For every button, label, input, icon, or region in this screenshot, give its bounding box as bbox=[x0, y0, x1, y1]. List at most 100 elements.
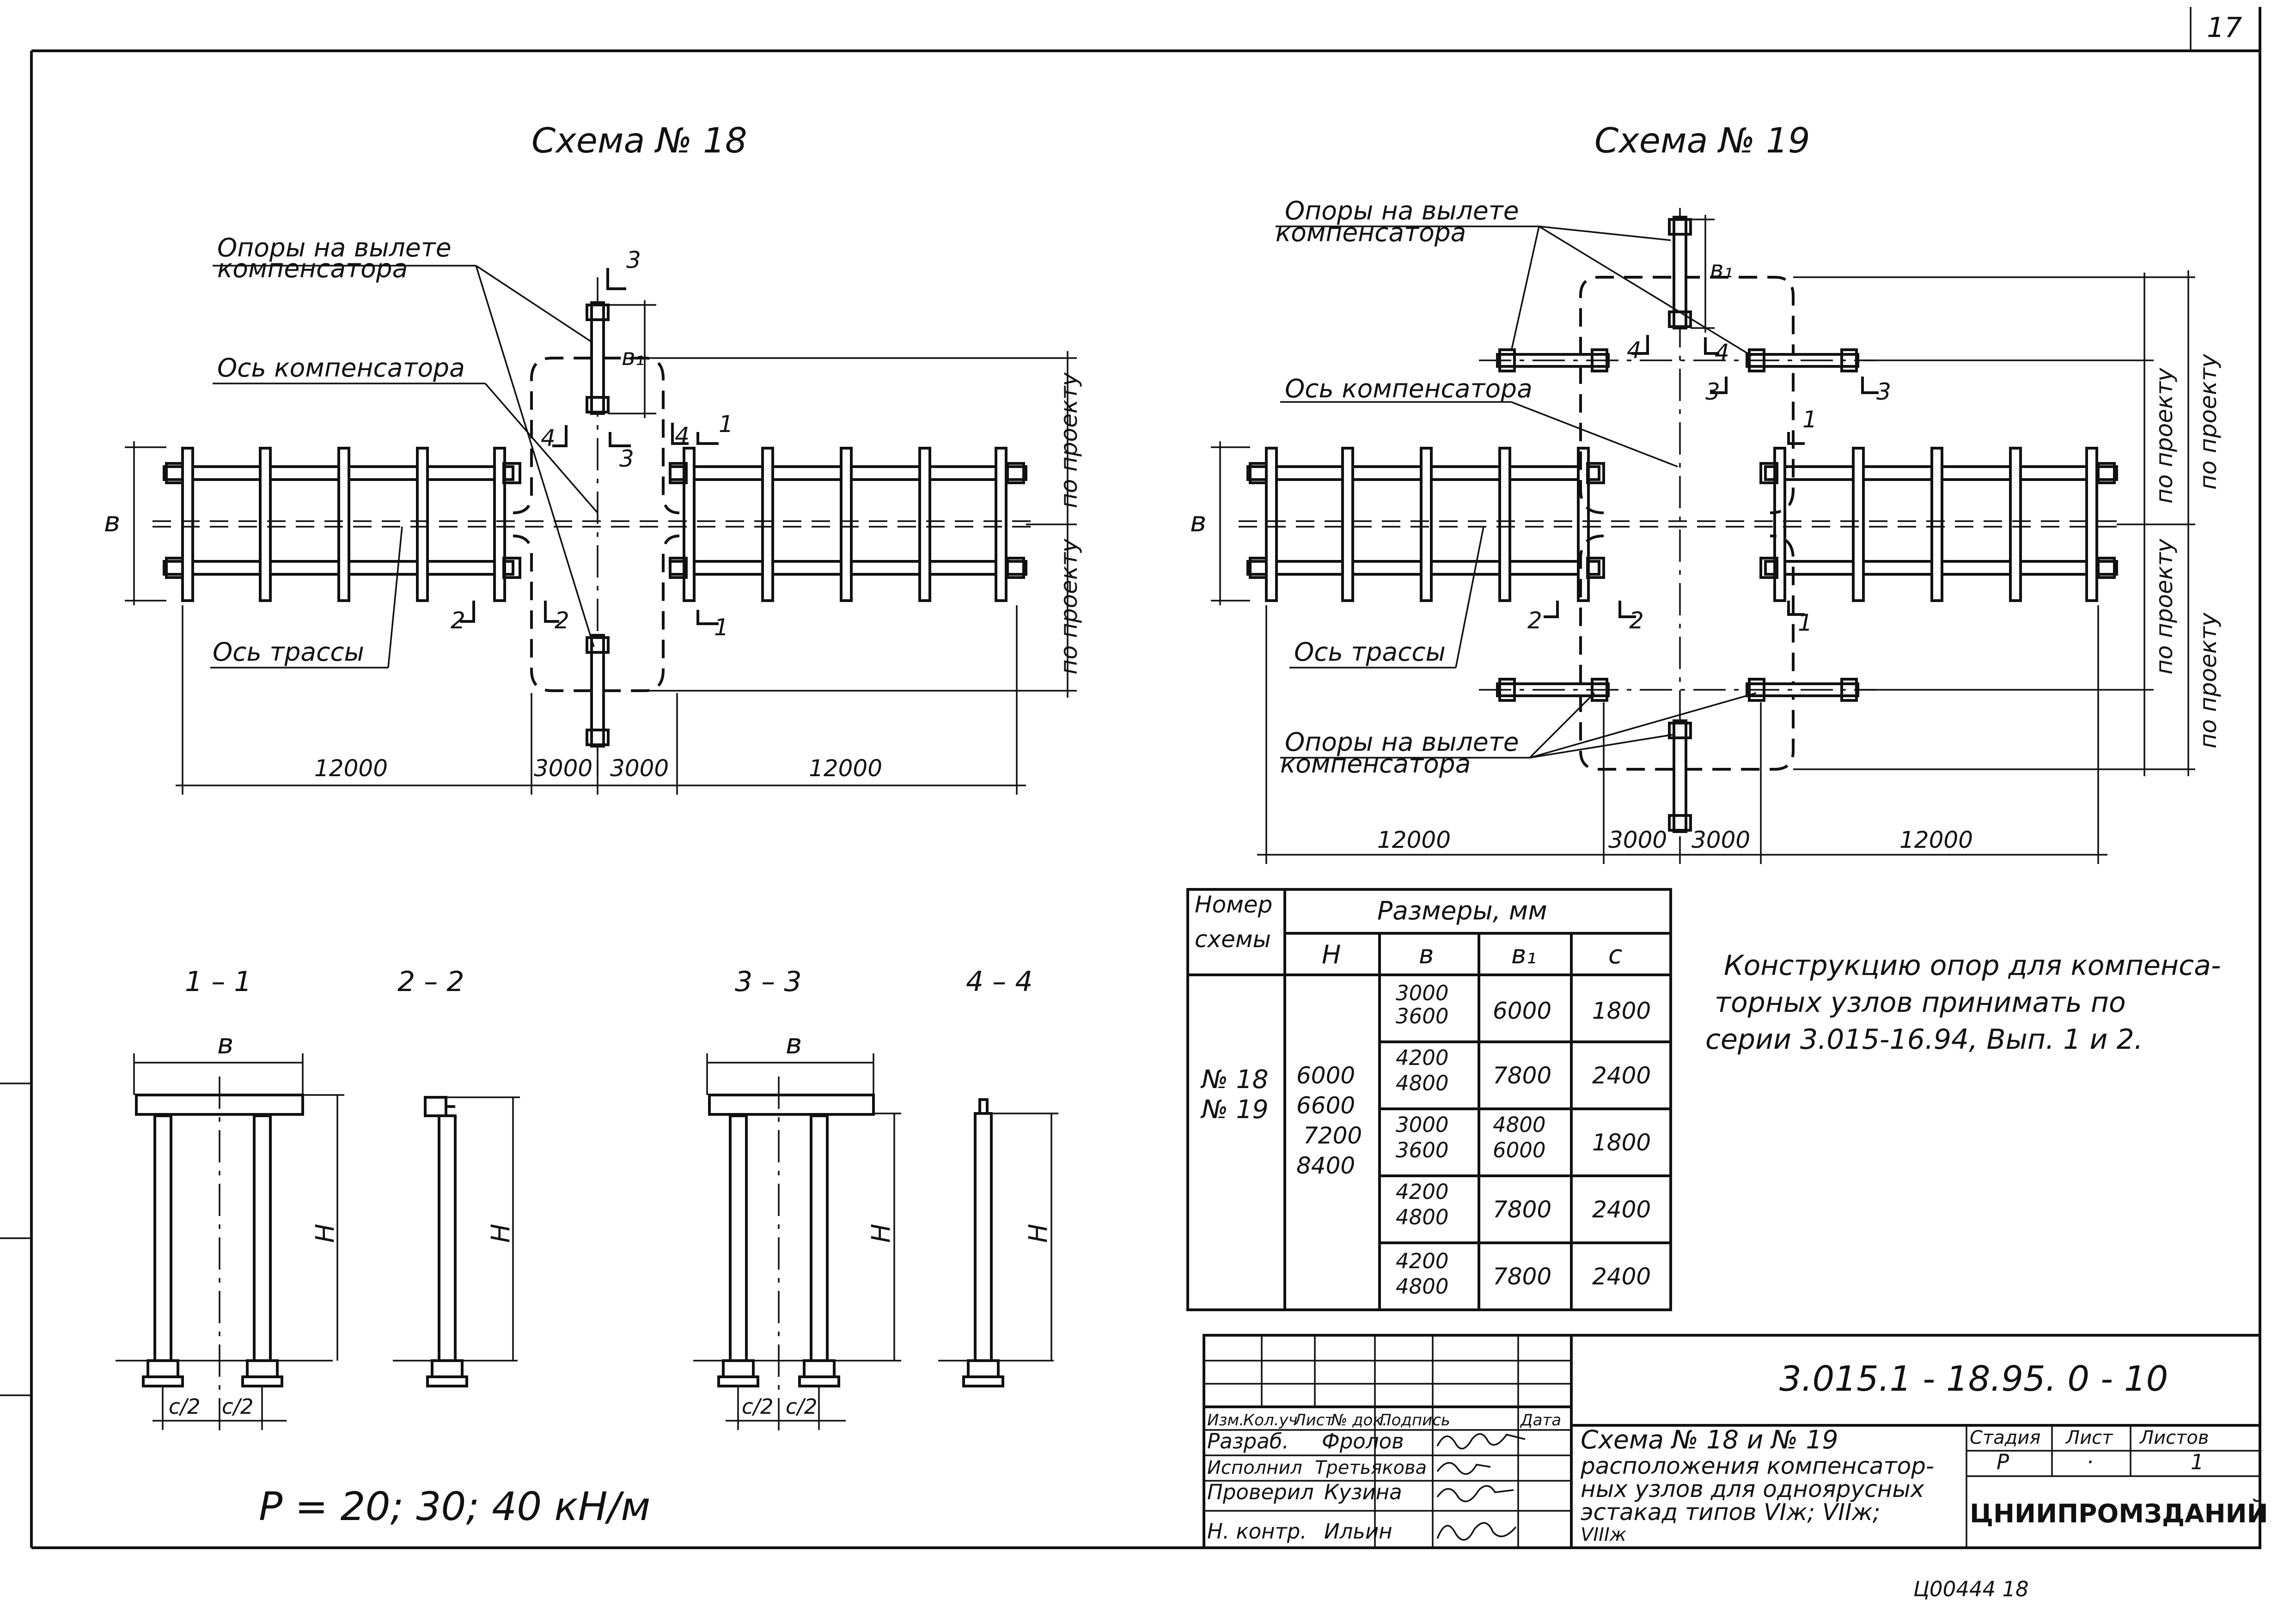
s18-comp-axis-label: Ось компенсатора bbox=[217, 353, 465, 383]
s19-cut-markers: 4 4 3 3 1 1 2 2 bbox=[1527, 335, 1891, 636]
table-col-b: в bbox=[1419, 940, 1434, 969]
section-3-3-c-right: c/2 bbox=[786, 1394, 818, 1419]
doc-code: 3.015.1 - 18.95. 0 - 10 bbox=[1779, 1358, 2168, 1399]
table-header-scheme-2: схемы bbox=[1195, 926, 1271, 953]
scheme-19: Схема № 19 bbox=[1190, 120, 2222, 864]
s18-dim-b1: в₁ bbox=[622, 344, 645, 371]
signatures bbox=[1436, 1433, 1526, 1541]
tb-title-3: ных узлов для одноярусных bbox=[1581, 1476, 1924, 1502]
section-2-2-label: 2 – 2 bbox=[397, 966, 464, 998]
scheme-18-title: Схема № 18 bbox=[531, 120, 747, 161]
section-3-3-label: 3 – 3 bbox=[735, 966, 802, 998]
table-cell: 4200 bbox=[1396, 1046, 1449, 1070]
section-4-4-label: 4 – 4 bbox=[966, 966, 1033, 998]
table-H-6000: 6000 bbox=[1296, 1062, 1355, 1089]
scheme-18: Схема № 18 bbox=[104, 120, 1082, 795]
table-cell: 2400 bbox=[1592, 1196, 1651, 1223]
s19-dim-3000-right: 3000 bbox=[1691, 827, 1750, 853]
tb-role-3: Проверил bbox=[1207, 1480, 1314, 1504]
table-cell: 3000 bbox=[1396, 1113, 1449, 1137]
note-line-3: серии 3.015-16.94, Вып. 1 и 2. bbox=[1705, 1023, 2143, 1056]
tb-header-data: Дата bbox=[1520, 1411, 1561, 1429]
tb-sheets: 1 bbox=[2191, 1450, 2204, 1474]
tb-stage-label: Стадия bbox=[1970, 1427, 2040, 1448]
s18-supports-label-1: Опоры на вылете bbox=[217, 233, 452, 262]
table-H-8400: 8400 bbox=[1296, 1152, 1355, 1179]
table-col-b1: в₁ bbox=[1511, 940, 1536, 969]
tb-title-4: эстакад типов VIж; VIIж; bbox=[1581, 1499, 1881, 1526]
table-cell: 4800 bbox=[1396, 1205, 1449, 1229]
tb-header-izm: Изм. bbox=[1207, 1411, 1244, 1429]
title-block: 3.015.1 - 18.95. 0 - 10 Изм. Кол.уч Лист… bbox=[1203, 1334, 2268, 1549]
note-line-1: Конструкцию опор для компенса- bbox=[1724, 949, 2221, 982]
s19-per-project-4: по проекту bbox=[2195, 612, 2222, 748]
table-cell: 3600 bbox=[1396, 1004, 1449, 1028]
svg-text:1: 1 bbox=[719, 411, 733, 438]
scheme-18-right-posts bbox=[669, 447, 1025, 602]
section-1-1-label: 1 – 1 bbox=[185, 966, 252, 998]
s19-route-axis-label: Ось трассы bbox=[1294, 637, 1446, 667]
tb-header-podpis: Подпись bbox=[1380, 1411, 1450, 1429]
tb-role-1: Разраб. bbox=[1207, 1429, 1289, 1454]
tb-title-2: расположения компенсатор- bbox=[1580, 1453, 1934, 1479]
table-H-6600: 6600 bbox=[1296, 1092, 1355, 1119]
s19-supports-bottom-2: компенсатора bbox=[1280, 749, 1471, 779]
section-2-2-height: H bbox=[486, 1224, 515, 1243]
table-cell: 6000 bbox=[1493, 998, 1551, 1024]
table-cell: 1800 bbox=[1592, 998, 1651, 1024]
section-3-3-height: H bbox=[866, 1224, 896, 1243]
table-cell: 2400 bbox=[1592, 1062, 1651, 1089]
tb-title-1: Схема № 18 и № 19 bbox=[1581, 1425, 1838, 1454]
section-4-4: 4 – 4 H bbox=[938, 966, 1058, 1387]
s19-per-project-1: по проекту bbox=[2151, 367, 2178, 504]
tb-header-ndok: № док. bbox=[1330, 1411, 1387, 1429]
s18-dim-3000-right: 3000 bbox=[610, 755, 669, 782]
s19-supports-bottom-1: Опоры на вылете bbox=[1285, 727, 1519, 757]
section-3-3-c-left: c/2 bbox=[742, 1394, 774, 1419]
tb-name-2: Третьякова bbox=[1315, 1457, 1427, 1478]
section-2-2: 2 – 2 H bbox=[393, 966, 520, 1387]
table-cell: 7800 bbox=[1493, 1196, 1551, 1223]
s19-supports-top-1: Опоры на вылете bbox=[1285, 196, 1519, 225]
table-col-c: c bbox=[1608, 940, 1622, 969]
svg-text:2: 2 bbox=[1527, 607, 1542, 634]
tb-name-4: Ильин bbox=[1324, 1519, 1392, 1544]
section-3-3: 3 – 3 в H c/2 c/2 bbox=[693, 966, 901, 1432]
svg-text:3: 3 bbox=[619, 445, 634, 472]
table-cell: 3000 bbox=[1396, 981, 1449, 1005]
svg-text:3: 3 bbox=[1705, 378, 1720, 405]
table-cell: 4800 bbox=[1396, 1274, 1449, 1299]
s19-supports-top-2: компенсатора bbox=[1276, 218, 1466, 247]
table-scheme-18: № 18 bbox=[1200, 1064, 1269, 1094]
s18-cut-markers: 3 3 4 4 1 1 2 2 bbox=[451, 247, 733, 641]
svg-text:4: 4 bbox=[1627, 337, 1642, 364]
tb-title-5: VIIIж bbox=[1581, 1524, 1626, 1545]
tb-sheet: · bbox=[2087, 1450, 2093, 1474]
table-cell: 4800 bbox=[1396, 1071, 1449, 1095]
s18-dim-12000-left: 12000 bbox=[314, 755, 388, 782]
section-1-1: 1 – 1 в H c/2 c/2 bbox=[116, 966, 344, 1432]
table-header-sizes: Размеры, мм bbox=[1377, 896, 1547, 925]
s18-supports-label-2: компенсатора bbox=[217, 254, 408, 283]
table-H-7200: 7200 bbox=[1303, 1122, 1362, 1149]
table-cell: 4200 bbox=[1396, 1180, 1449, 1204]
s18-dim-12000-right: 12000 bbox=[809, 755, 882, 782]
tb-sheets-label: Листов bbox=[2139, 1427, 2209, 1448]
tb-role-2: Исполнил bbox=[1207, 1457, 1302, 1478]
svg-text:3: 3 bbox=[626, 247, 641, 274]
tb-header-kolich: Кол.уч bbox=[1243, 1411, 1298, 1429]
svg-text:4: 4 bbox=[541, 425, 556, 451]
s19-dim-3000-left: 3000 bbox=[1608, 827, 1667, 853]
s19-comp-axis-label: Ось компенсатора bbox=[1285, 374, 1533, 403]
svg-text:1: 1 bbox=[1798, 609, 1813, 636]
tb-header-list: Лист bbox=[1293, 1411, 1334, 1429]
table-col-H: H bbox=[1322, 940, 1341, 969]
table-cell: 4200 bbox=[1396, 1249, 1449, 1273]
section-3-3-width: в bbox=[786, 1028, 802, 1060]
load-text: P = 20; 30; 40 кН/м bbox=[259, 1484, 650, 1530]
s18-dim-b: в bbox=[104, 506, 120, 538]
table-cell: 3600 bbox=[1396, 1138, 1449, 1162]
note: Конструкцию опор для компенса- торных уз… bbox=[1705, 949, 2221, 1056]
page-number: 17 bbox=[2207, 12, 2242, 44]
